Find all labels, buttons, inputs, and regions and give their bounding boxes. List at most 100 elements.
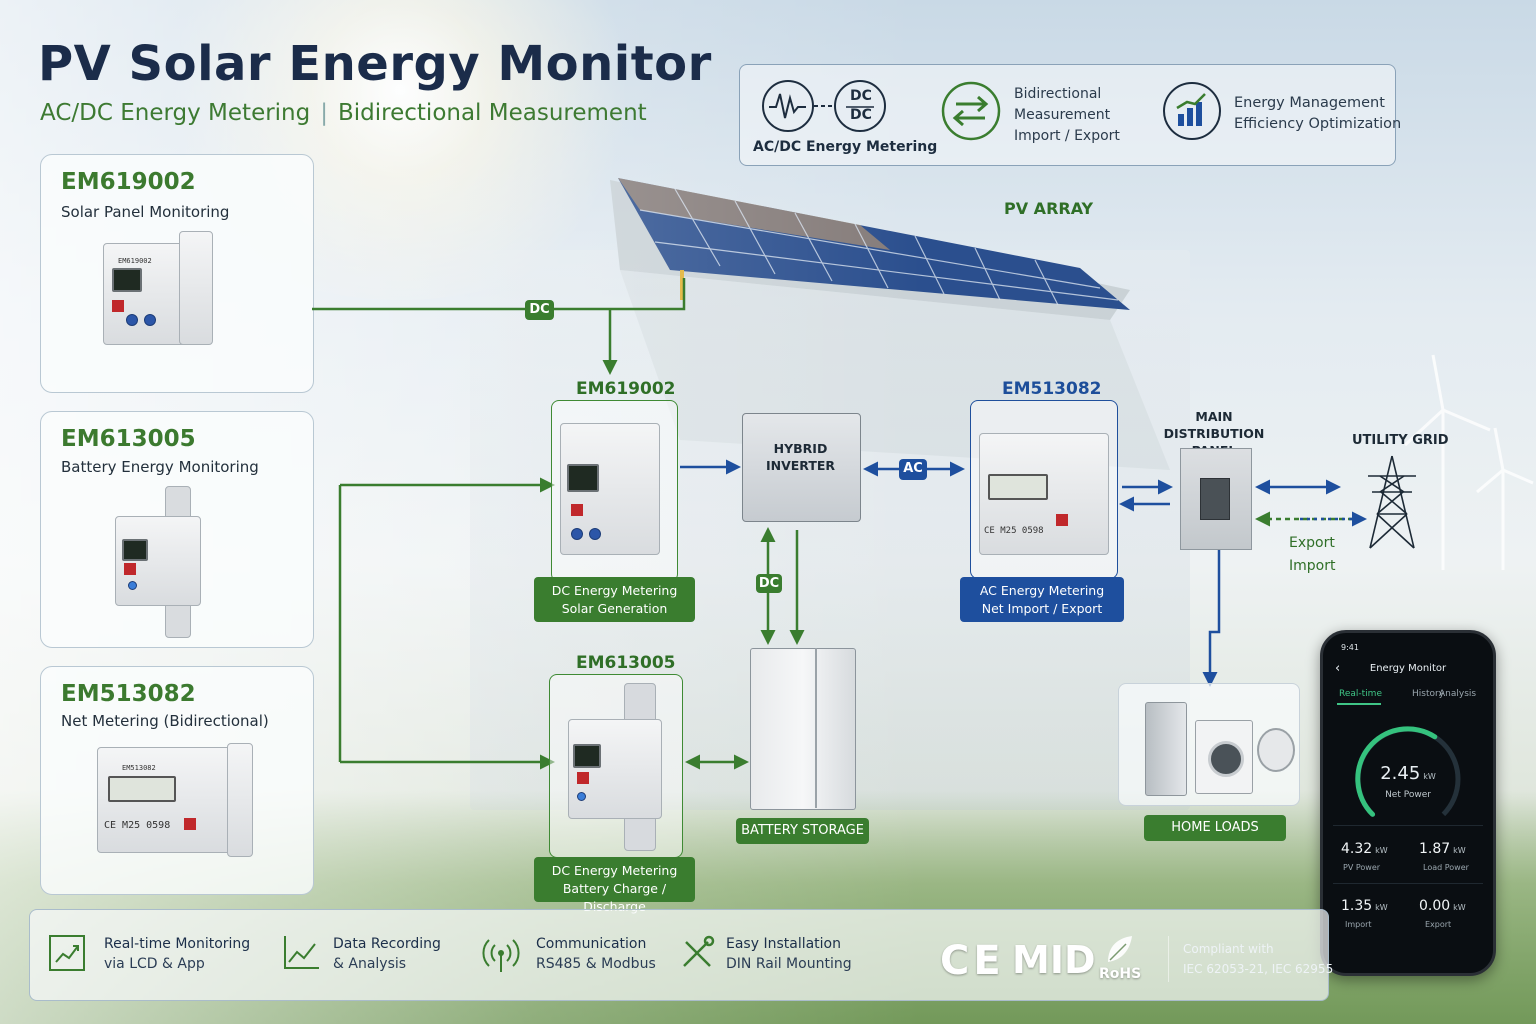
subtitle-separator: | [320, 100, 328, 126]
feature-energy-management: Energy Management Efficiency Optimizatio… [1234, 93, 1401, 135]
node-solar-tag-line2: Solar Generation [561, 601, 668, 616]
feature-energy-line2: Efficiency Optimization [1234, 116, 1402, 132]
node-solar-tag-line1: DC Energy Metering [551, 583, 678, 598]
feature-bidirectional-line3: Import / Export [1014, 128, 1120, 144]
feature-ac-dc-label: AC/DC Energy Metering [753, 139, 938, 155]
feature-line2: & Analysis [333, 956, 407, 972]
dc-bottom-label: DC [850, 107, 872, 123]
battery-divider [815, 648, 817, 808]
meter-em513082-image: EM513082 CE M25 0598 [97, 747, 249, 853]
net-power-gauge [1355, 726, 1461, 817]
phone-status-time: 9:41 [1341, 643, 1359, 652]
stat-unit: kW [1453, 903, 1466, 912]
node-battery-tag-line1: DC Energy Metering [551, 863, 678, 878]
battery-storage-label: BATTERY STORAGE [736, 818, 869, 844]
stat-value: 1.87 [1419, 841, 1451, 857]
feature-line2: DIN Rail Mounting [726, 956, 852, 972]
energy-monitor-phone: 9:41 ‹ Energy Monitor Real-time History … [1320, 630, 1496, 976]
stat-export-label: Export [1425, 920, 1452, 929]
dc-top-label: DC [850, 88, 872, 104]
feature-line2: via LCD & App [104, 956, 205, 972]
stat-unit: kW [1375, 846, 1388, 855]
washer-door [1208, 741, 1244, 777]
inverter-line1: HYBRID [773, 441, 828, 456]
phone-tab-realtime[interactable]: Real-time [1339, 689, 1382, 699]
rohs-mark: RoHS [1099, 966, 1142, 982]
stat-value: 0.00 [1419, 898, 1451, 914]
bidirectional-arrows-icon [941, 81, 1001, 141]
home-loads-box [1118, 683, 1300, 806]
export-label: Export [1289, 535, 1335, 551]
meter-label: EM513082 [122, 764, 156, 772]
net-power-label: Net Power [1385, 790, 1431, 800]
card-description: Battery Energy Monitoring [61, 458, 259, 476]
feature-line2: RS485 & Modbus [536, 956, 656, 972]
feature-bidirectional-line1: Bidirectional [1014, 86, 1102, 102]
import-label: Import [1289, 558, 1336, 574]
meter-em613005-image [115, 516, 201, 606]
card-description: Net Metering (Bidirectional) [61, 712, 269, 730]
phone-tab-indicator [1337, 703, 1381, 705]
bar-chart-icon [1163, 82, 1221, 140]
page-subtitle: AC/DC Energy Metering|Bidirectional Meas… [40, 100, 647, 126]
panel-line1: MAIN DISTRIBUTION [1163, 409, 1265, 441]
stat-unit: kW [1375, 903, 1388, 912]
feature-line1: Easy Installation [726, 936, 841, 952]
cert-divider [1168, 936, 1169, 982]
stat-unit: kW [1453, 846, 1466, 855]
ac-tag: AC [899, 459, 927, 480]
phone-back-icon[interactable]: ‹ [1335, 661, 1341, 676]
meter-label: EM619002 [118, 257, 152, 265]
node-battery-tag: DC Energy Metering Battery Charge / Disc… [534, 857, 695, 914]
battery-storage-unit [750, 648, 856, 810]
ce-mark: CE [940, 938, 1005, 984]
dc-tag-pv: DC [525, 300, 554, 320]
feature-communication: Communication RS485 & Modbus [536, 934, 656, 974]
product-card-em513082: EM513082 Net Metering (Bidirectional) EM… [40, 666, 314, 895]
node-net-tag: AC Energy Metering Net Import / Export [960, 577, 1124, 622]
wireless-signal-icon [482, 939, 520, 972]
phone-tab-analysis[interactable]: Analysis [1439, 689, 1477, 699]
compliance-line1: Compliant with [1183, 942, 1274, 956]
feature-bidirectional: Bidirectional Measurement Import / Expor… [1014, 84, 1120, 147]
compliance-line2: IEC 62053-21, IEC 62955 [1183, 962, 1334, 976]
card-description: Solar Panel Monitoring [61, 203, 230, 221]
meter-em513082-image: CE M25 0598 [979, 433, 1109, 555]
node-solar-model: EM619002 [576, 379, 676, 399]
dc-tag-battery: DC [756, 574, 782, 593]
ce-mark-code: CE M25 0598 [984, 526, 1044, 536]
fan-icon [1257, 728, 1295, 772]
node-battery-model: EM613005 [576, 653, 676, 673]
stat-pv-label: PV Power [1343, 863, 1381, 872]
hybrid-inverter [742, 413, 861, 522]
node-net-tag-line2: Net Import / Export [981, 601, 1103, 616]
feature-line1: Real-time Monitoring [104, 936, 251, 952]
feature-line1: Data Recording [333, 936, 441, 952]
meter-side-image [227, 743, 253, 857]
phone-tab-history[interactable]: History [1412, 689, 1445, 699]
card-model: EM513082 [61, 681, 196, 707]
net-power-value: 2.45 [1380, 763, 1421, 784]
tools-icon [683, 935, 715, 967]
node-solar-tag: DC Energy Metering Solar Generation [534, 577, 695, 622]
stat-value: 4.32 [1341, 841, 1373, 857]
stat-value: 1.35 [1341, 898, 1373, 914]
card-model: EM613005 [61, 426, 196, 452]
product-card-em619002: EM619002 Solar Panel Monitoring EM619002 [40, 154, 314, 393]
utility-grid-label: UTILITY GRID [1352, 433, 1449, 448]
meter-em619002-image [560, 423, 660, 555]
feature-realtime-monitoring: Real-time Monitoring via LCD & App [104, 934, 250, 974]
feature-energy-line1: Energy Management [1234, 95, 1385, 111]
node-battery-meter [549, 674, 683, 858]
feature-line1: Communication [536, 936, 647, 952]
feature-summary-box [739, 64, 1396, 166]
feature-bidirectional-line2: Measurement [1014, 107, 1111, 123]
fridge-icon [1145, 702, 1187, 796]
inverter-line2: INVERTER [765, 458, 836, 473]
line-graph-icon [284, 936, 319, 969]
power-tower-icon [1368, 455, 1416, 549]
subtitle-bidirectional: Bidirectional Measurement [338, 100, 647, 126]
